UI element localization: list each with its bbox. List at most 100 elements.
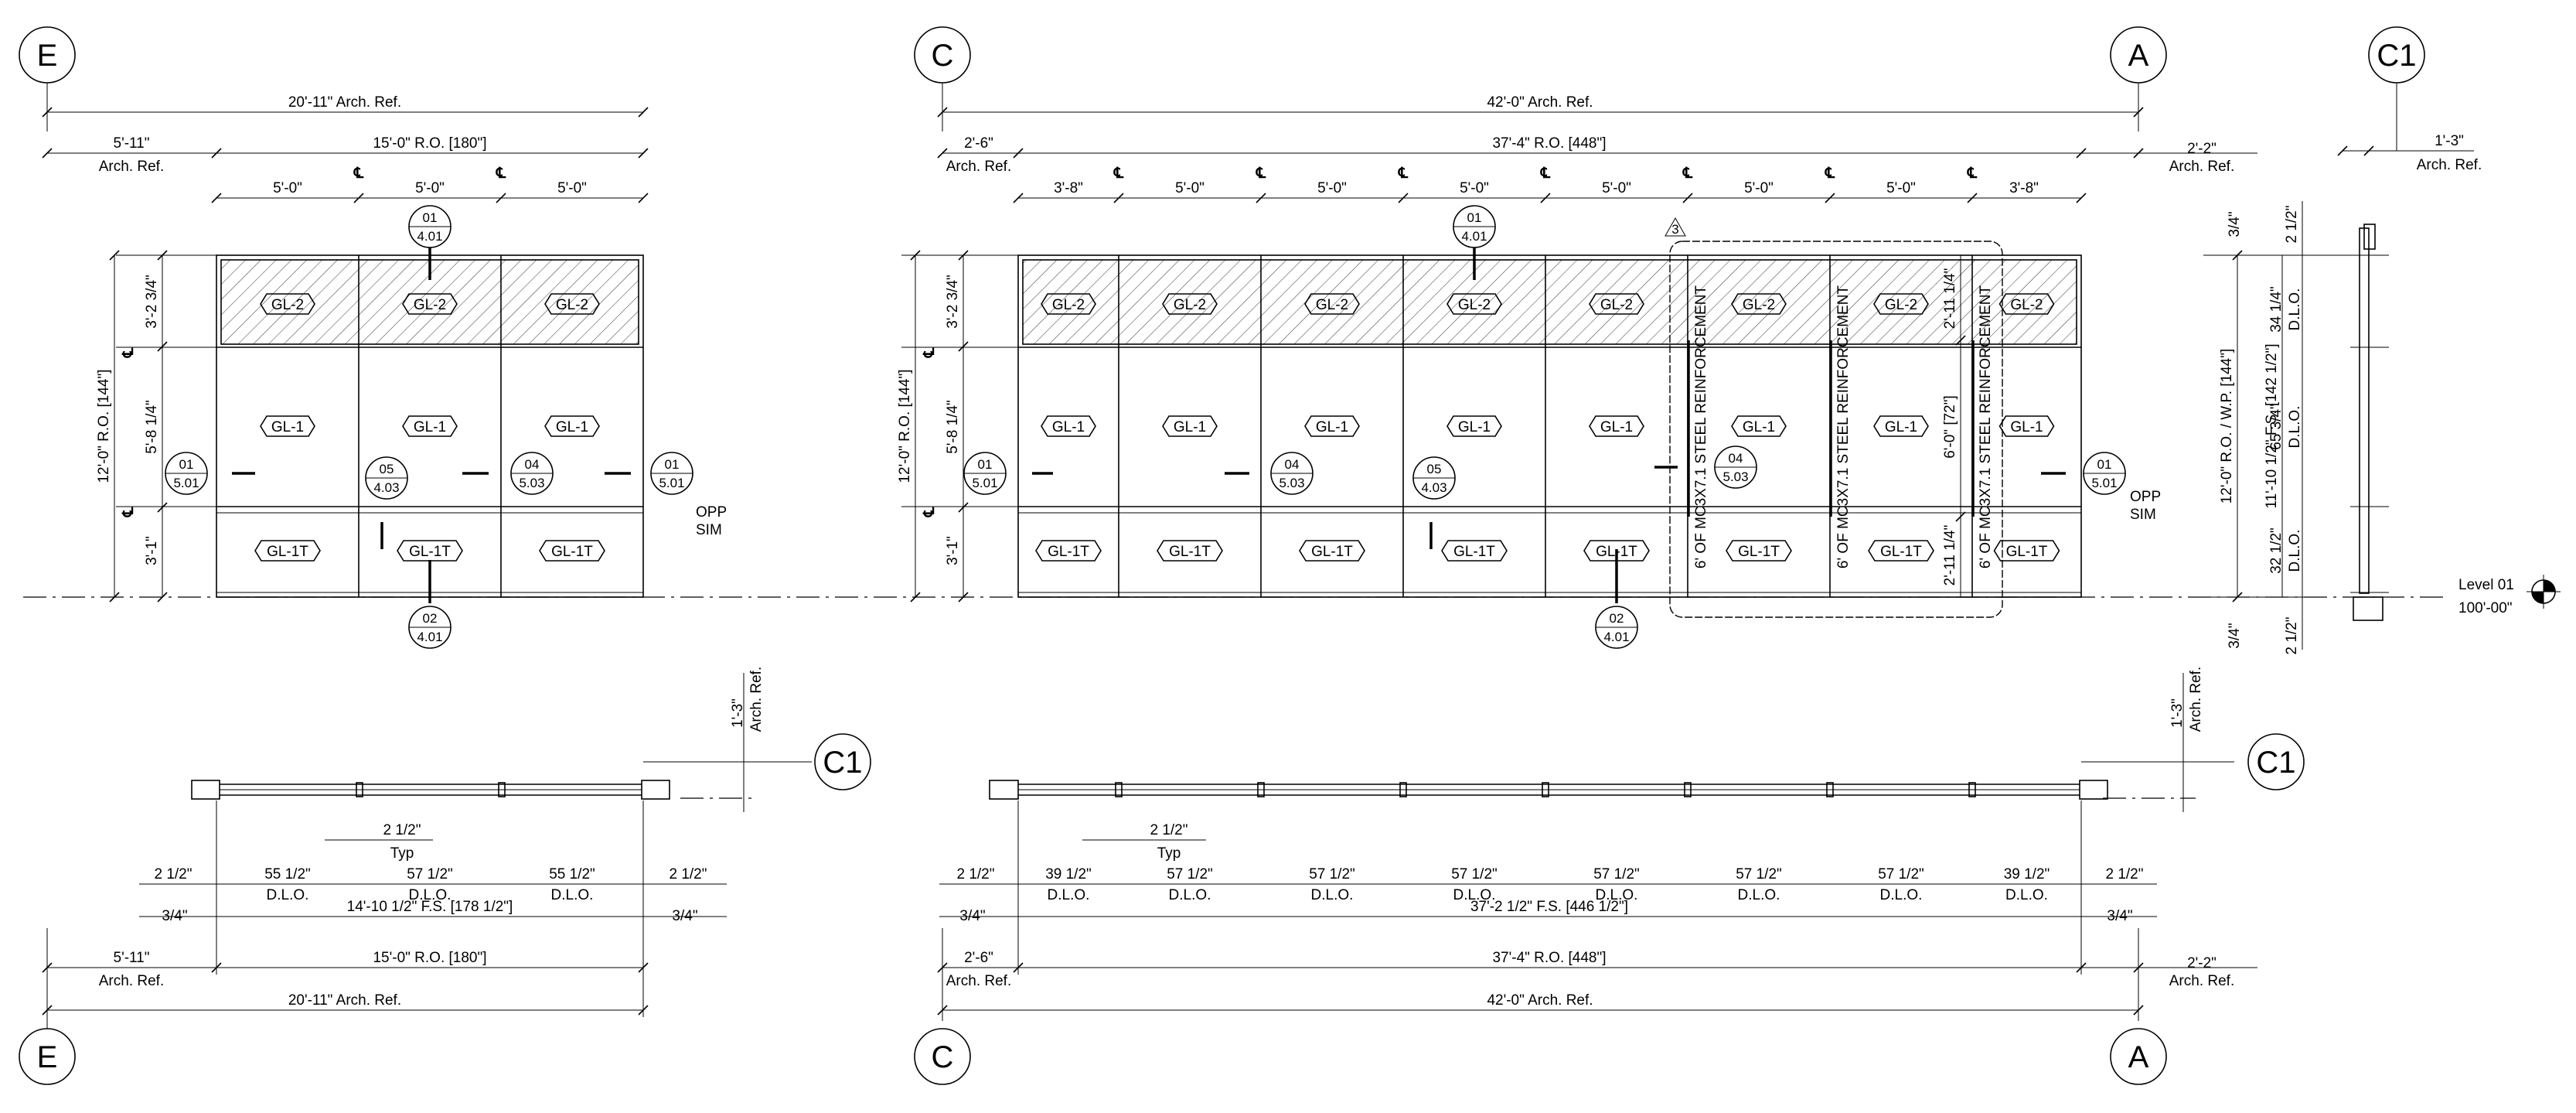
right-plan-dlo: 57 1/2" [1878,866,1924,883]
svg-text:GL-2: GL-2 [556,297,588,313]
glass-tag: GL-2 [1162,293,1218,315]
svg-text:4.01: 4.01 [1603,630,1629,644]
glass-tag: GL-1 [1873,415,1929,437]
section-ref-label: Arch. Ref. [2417,157,2482,173]
detail-tag: 014.01 [408,205,451,280]
right-glass-tags: GL-2GL-1GL-1T GL-2GL-1GL-1T GL-2GL-1GL-1T G… [1035,293,2060,562]
right-right-ref-dim: 2'-2" [2187,141,2217,157]
right-plan-dlo-label: D.L.O. [1311,887,1354,903]
svg-text:GL-1: GL-1 [1052,419,1085,435]
rev-dim-3: 2'-11 1/4" [1942,525,1958,586]
glass-tag: GL-1T [1868,540,1934,562]
left-vdim-3: 3'-1" [144,536,160,565]
glass-tag: GL-1T [1993,540,2060,562]
glass-tag: GL-1 [1998,415,2055,437]
left-glass-tags: GL-2 GL-2 GL-2 GL-1 GL-1 GL-1 GL-1T GL-1… [254,293,605,562]
detail-tag: 045.03 [1654,446,1757,489]
glass-tag: GL-1T [254,540,321,562]
right-vdim-1: 3'-2 3/4" [945,275,961,329]
svg-text:GL-2: GL-2 [271,297,304,313]
glass-tag: GL-1T [1299,540,1365,562]
detail-tag: 015.01 [605,452,693,495]
revision-cloud [1669,241,2003,618]
svg-text:GL-2: GL-2 [1316,297,1348,313]
svg-text:℄: ℄ [1967,166,1978,182]
section-ref: 1'-3" [2435,133,2464,149]
right-plan-mullion: 2 1/2" [1150,822,1187,838]
section-dim: 3/4" [2227,623,2243,648]
right-plan-typ: Typ [1157,845,1181,862]
glass-tag: GL-1 [260,415,315,437]
detail-tag: 045.03 [1225,452,1314,495]
sim-label-right: SIM [2130,507,2156,523]
left-plan-small-r: 3/4" [672,908,697,924]
left-ref-label: Arch. Ref. [99,159,164,175]
plan-mullion [1684,782,1692,797]
right-plan-dlo: 57 1/2" [1451,866,1498,883]
left-bay-2: 5'-0" [415,180,445,196]
svg-text:02: 02 [1610,611,1624,626]
right-bay-5: 5'-0" [1602,180,1631,196]
svg-text:℄: ℄ [922,347,938,358]
right-bay-8: 3'-8" [2009,180,2039,196]
svg-text:GL-1: GL-1 [1174,419,1206,435]
grid-bubble-e-top: E [19,26,76,84]
left-plan-edge-r: 2 1/2" [669,866,707,883]
right-plan-small-l: 3/4" [959,908,985,924]
left-plan-mullion: 2 1/2" [383,822,421,838]
grid-bubble-a-bottom: A [2110,1028,2167,1085]
level-datum-icon [2527,575,2561,609]
grid-label: E [37,39,58,73]
right-ro: 37'-4" R.O. [448"] [1492,135,1606,152]
left-plan-dlo-label: D.L.O. [409,887,451,903]
glass-tag: GL-1 [544,415,600,437]
left-vdim-1: 3'-2 3/4" [144,275,160,329]
svg-text:℄: ℄ [1825,166,1835,182]
svg-text:GL-1: GL-1 [1743,419,1775,435]
svg-text:4.01: 4.01 [1461,229,1487,244]
section-dim: D.L.O. [2287,288,2303,331]
left-vdim-2: 5'-8 1/4" [144,400,160,454]
section-fs: 11'-10 1/2" F.S. [142 1/2"] [2264,343,2280,508]
svg-text:GL-1: GL-1 [1316,419,1348,435]
svg-text:GL-1T: GL-1T [551,544,593,560]
plan-mullion [1115,782,1123,797]
svg-text:A: A [2128,1040,2149,1074]
svg-text:01: 01 [423,210,438,225]
svg-text:GL-1T: GL-1T [1738,544,1780,560]
plan-mullion [1968,782,1976,797]
left-plan-dlo-2: 57 1/2" [407,866,453,883]
svg-text:GL-1: GL-1 [1600,419,1633,435]
left-arch-total: 20'-11" Arch. Ref. [288,94,401,111]
left-plan-dlo-label: D.L.O. [267,887,309,903]
glass-tag: GL-2 [1731,293,1787,315]
right-plan-dlo-label: D.L.O. [1596,887,1638,903]
section-dim: D.L.O. [2287,530,2303,572]
glass-tag: GL-2 [260,293,315,315]
right-vdim-3: 3'-1" [945,536,961,565]
right-detail-tags: 014.01 015.01 045.03 054.03 045.03 015.0… [963,205,2161,649]
sim-label: SIM [696,522,722,538]
section-ro-wp: 12'-0" R.O. / W.P. [144"] [2219,349,2235,504]
left-plan-ref-dim: 5'-11" [114,950,150,966]
left-plan-dlo-3: 55 1/2" [549,866,595,883]
section-dim: 3/4" [2227,211,2243,237]
svg-text:5.03: 5.03 [1722,469,1748,484]
glass-tag: GL-1 [1304,415,1360,437]
svg-text:GL-1: GL-1 [414,419,446,435]
right-plan-left-ref-label: Arch. Ref. [946,973,1011,989]
section-dim: 2 1/2" [2284,616,2300,654]
detail-tag: 014.01 [1453,205,1496,280]
svg-text:℄: ℄ [1113,166,1124,182]
section-dim: 34 1/4" [2268,286,2285,333]
svg-text:E: E [37,1040,58,1074]
svg-text:5.01: 5.01 [173,476,199,490]
right-plan-dlo-label: D.L.O. [1169,887,1211,903]
left-plan-dlo-label: D.L.O. [551,887,594,903]
svg-text:GL-1: GL-1 [1885,419,1917,435]
right-plan-dlo-label: D.L.O. [2005,887,2048,903]
grid-bubble-c1-right-plan: C1 [2247,733,2305,790]
grid-bubble-c1-left-plan: C1 [814,733,871,790]
glass-tag: GL-1 [1041,415,1096,437]
right-left-ref-dim: 2'-6" [964,135,993,152]
